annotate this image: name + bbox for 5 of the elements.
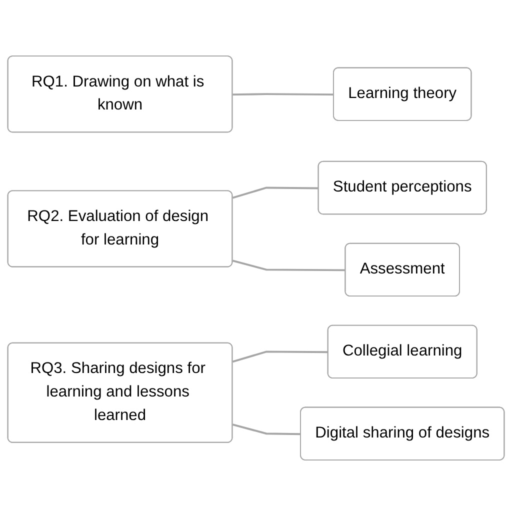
connector xyxy=(232,350,328,363)
connector xyxy=(232,186,319,199)
connector xyxy=(232,93,334,96)
connector xyxy=(232,260,346,272)
connector xyxy=(232,424,301,436)
